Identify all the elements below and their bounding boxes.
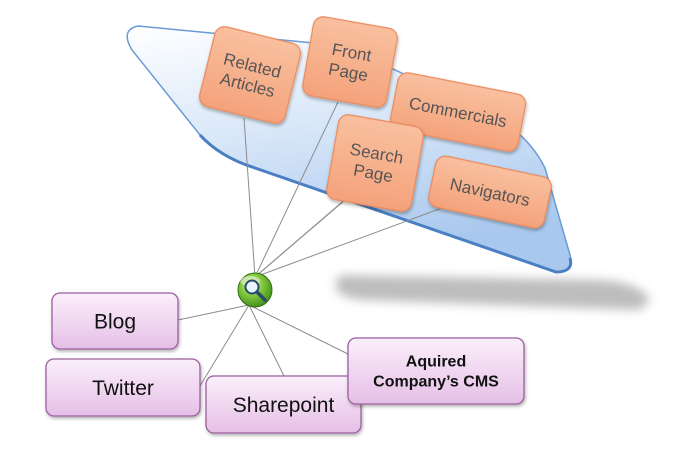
- page-box-shape: [302, 16, 398, 108]
- page-box-shape: [428, 155, 552, 229]
- connector-blog: [177, 304, 250, 321]
- connector-navigators: [254, 204, 451, 278]
- source-box-label: Twitter: [92, 377, 154, 400]
- source-box-shape: [45, 358, 201, 417]
- connector-front-page: [254, 101, 339, 278]
- page-box-shape: [198, 26, 302, 124]
- connector-lines: [177, 101, 451, 387]
- plane-edge: [198, 133, 573, 274]
- page-box-navigators[interactable]: Navigators: [427, 154, 553, 229]
- page-boxes: RelatedArticlesFrontPageCommercialsSearc…: [197, 15, 553, 229]
- connector-search-page: [254, 199, 346, 278]
- page-box-commercials[interactable]: Commercials: [389, 71, 528, 153]
- source-box-blog[interactable]: Blog: [51, 292, 179, 350]
- connector-sharepoint: [248, 304, 285, 377]
- source-box-shape: [51, 292, 179, 350]
- source-box-label: Blog: [94, 310, 136, 333]
- source-box-twitter[interactable]: Twitter: [45, 358, 201, 417]
- source-box-label: Aquired: [406, 354, 466, 371]
- search-icon[interactable]: [237, 272, 273, 308]
- page-box-shape: [326, 114, 424, 212]
- connector-twitter: [199, 304, 250, 387]
- source-box-label: Sharepoint: [233, 394, 335, 417]
- connector-aquired-cms: [248, 304, 351, 356]
- source-box-shape: [347, 337, 525, 405]
- plane-shadow: [335, 275, 650, 310]
- source-box-label: Company’s CMS: [373, 374, 499, 391]
- page-box-shape: [389, 72, 527, 152]
- source-box-sharepoint[interactable]: Sharepoint: [205, 375, 362, 434]
- connector-related-articles: [243, 117, 256, 278]
